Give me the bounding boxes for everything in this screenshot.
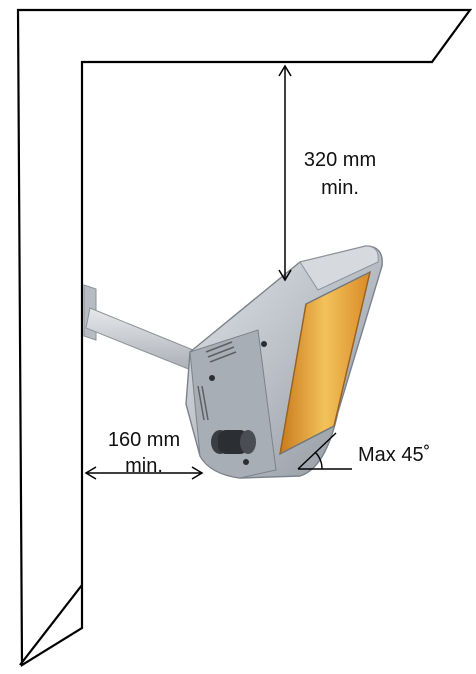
top-clearance-value: 320 mm [304, 149, 376, 171]
wall-floor-edge [19, 584, 83, 666]
screw-3 [243, 459, 249, 465]
top-clearance-unit: min. [321, 177, 359, 199]
side-clearance-arrow [84, 466, 204, 480]
side-clearance-unit: min. [125, 455, 163, 477]
heater-top-lip [299, 245, 379, 291]
tilt-angle-icon [297, 432, 352, 470]
screw-1 [209, 375, 215, 381]
vent-grille [197, 341, 237, 421]
tilt-limit-label: Max 45˚ [358, 444, 430, 466]
wall-ceiling-outline [16, 8, 473, 667]
patio-heater [185, 245, 383, 479]
heater-knob [211, 430, 256, 454]
side-clearance-value: 160 mm [108, 429, 180, 451]
mounting-bracket [83, 284, 199, 373]
top-clearance-arrow [278, 64, 292, 282]
screw-2 [261, 341, 267, 347]
